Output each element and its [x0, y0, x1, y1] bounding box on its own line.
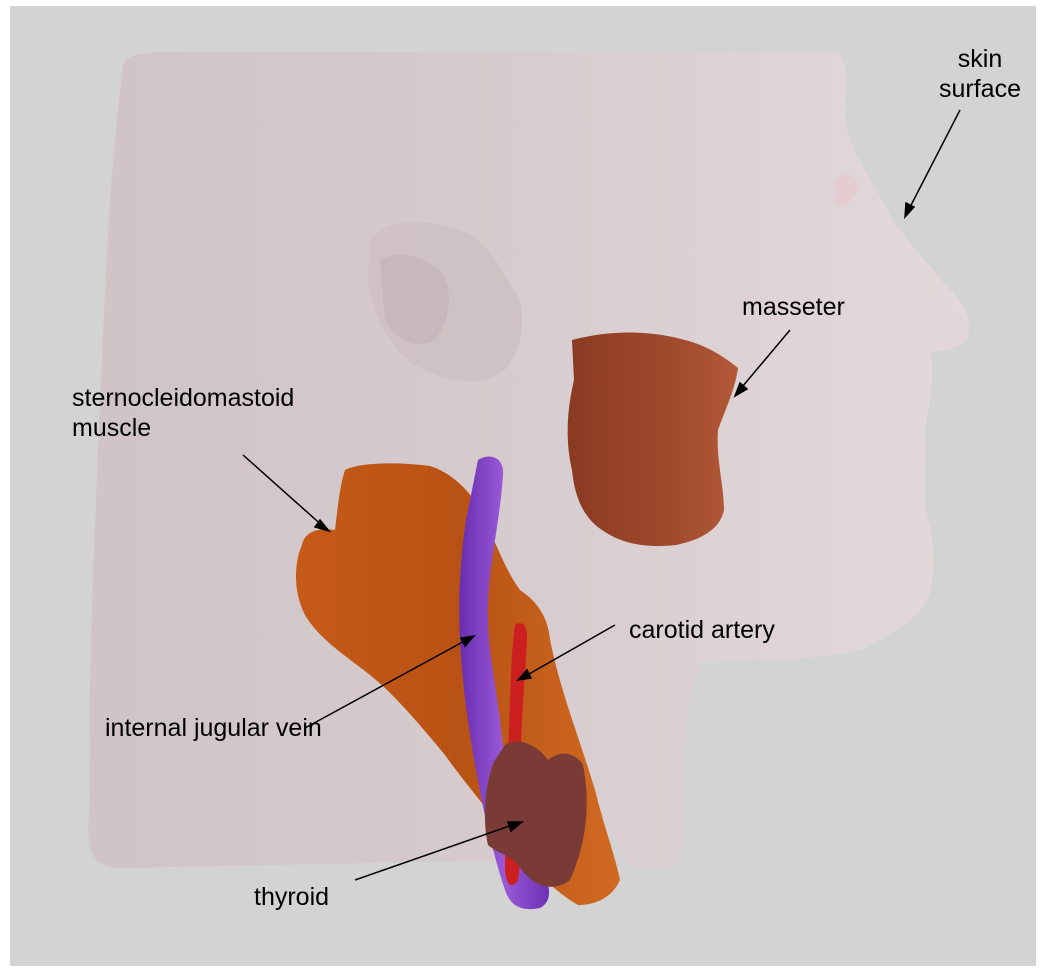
label-internal-jugular-vein: internal jugular vein: [105, 713, 322, 743]
label-carotid-artery: carotid artery: [629, 615, 775, 645]
masseter-muscle: [568, 333, 738, 547]
label-sternocleidomastoid: sternocleidomastoid muscle: [72, 383, 294, 443]
label-skin-surface: skin surface: [930, 44, 1030, 104]
label-sternocleidomastoid-line2: muscle: [72, 413, 294, 443]
label-sternocleidomastoid-line1: sternocleidomastoid: [72, 383, 294, 413]
label-skin-surface-line1: skin: [930, 44, 1030, 74]
label-thyroid: thyroid: [254, 882, 329, 912]
label-skin-surface-line2: surface: [930, 74, 1030, 104]
label-masseter: masseter: [742, 292, 845, 322]
